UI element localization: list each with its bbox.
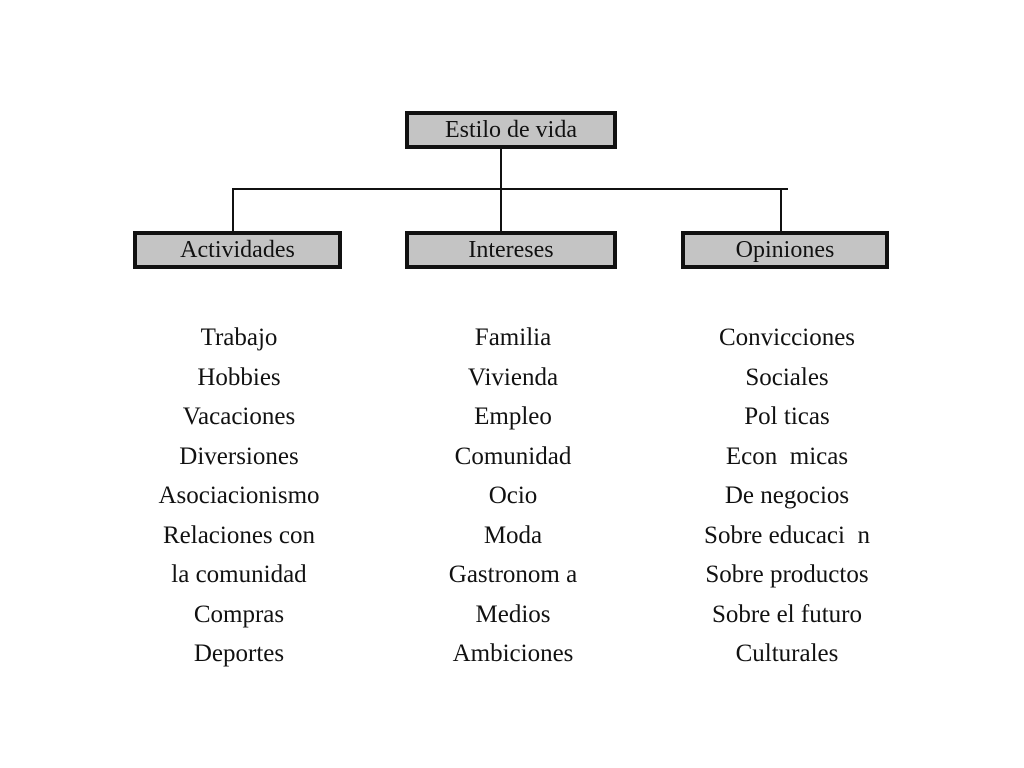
list-item: Ocio xyxy=(488,482,538,509)
branch-node-actividades: Actividades xyxy=(133,231,342,269)
list-item: Convicciones xyxy=(718,324,856,351)
list-item: Gastronom a xyxy=(448,561,578,588)
list-item: Hobbies xyxy=(197,363,281,391)
list-item: Culturales xyxy=(735,640,839,667)
intereses-connector-line xyxy=(500,188,502,232)
list-item: Empleo xyxy=(474,403,552,430)
list-item: Sobre educaci n xyxy=(704,521,870,549)
list-item: Deportes xyxy=(193,640,285,667)
list-item: Familia xyxy=(474,324,552,351)
list-item: Relaciones con xyxy=(162,521,316,549)
list-item: Sociales xyxy=(745,363,829,391)
list-item: Pol ticas xyxy=(744,403,830,430)
list-item: Sobre productos xyxy=(705,561,869,588)
branch-node-intereses: Intereses xyxy=(405,231,617,269)
actividades-connector-line xyxy=(232,188,234,232)
branch-horizontal-line xyxy=(232,188,788,190)
branch-node-opiniones: Opiniones xyxy=(681,231,889,269)
actividades-item-list: Trabajo Hobbies Vacaciones Diversiones A… xyxy=(108,318,370,674)
list-item: Ambiciones xyxy=(452,640,574,667)
opiniones-item-list: Convicciones Sociales Pol ticas Econ mic… xyxy=(656,318,918,674)
list-item: Asociacionismo xyxy=(158,482,320,509)
list-item: De negocios xyxy=(724,482,850,509)
list-item: la comunidad xyxy=(171,561,307,588)
list-item: Compras xyxy=(193,600,285,628)
list-item: Vacaciones xyxy=(182,403,296,430)
list-item: Medios xyxy=(475,600,551,628)
list-item: Diversiones xyxy=(179,442,299,470)
root-connector-line xyxy=(500,149,502,190)
root-node-estilo-de-vida: Estilo de vida xyxy=(405,111,617,149)
list-item: Comunidad xyxy=(454,442,572,470)
opiniones-connector-line xyxy=(780,188,782,232)
list-item: Sobre el futuro xyxy=(712,600,862,628)
intereses-item-list: Familia Vivienda Empleo Comunidad Ocio M… xyxy=(382,318,644,674)
list-item: Econ micas xyxy=(725,442,849,470)
list-item: Trabajo xyxy=(200,324,278,351)
list-item: Vivienda xyxy=(467,363,559,391)
list-item: Moda xyxy=(483,521,543,549)
